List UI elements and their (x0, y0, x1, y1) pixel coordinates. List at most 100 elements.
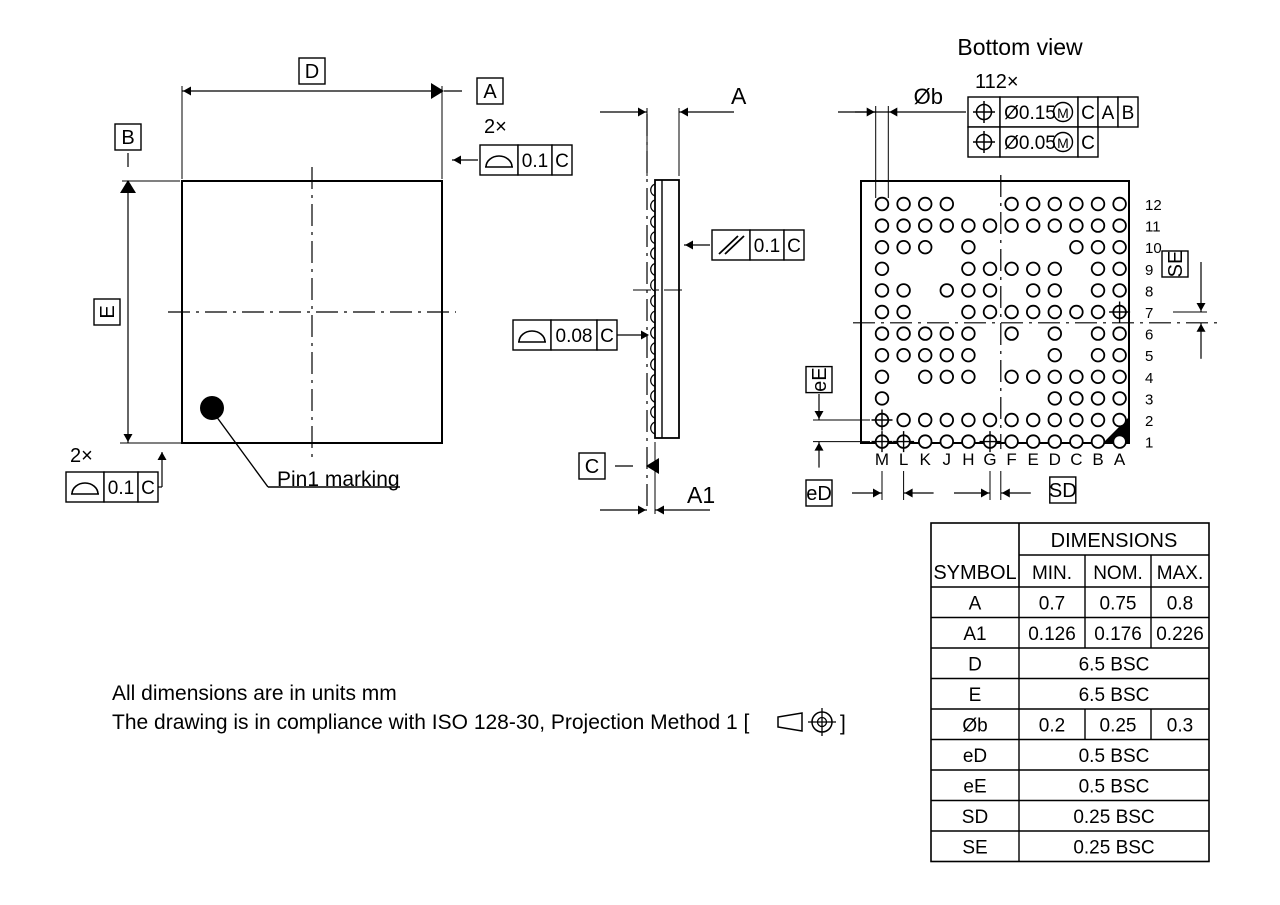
solder-ball (1069, 196, 1084, 212)
arrow-head (685, 240, 693, 250)
solder-ball (1004, 218, 1019, 233)
solder-ball (939, 326, 955, 341)
column-label-H: H (962, 450, 974, 469)
solder-ball-profile (650, 294, 656, 308)
table-header-dimensions: DIMENSIONS (1051, 530, 1178, 552)
arrow-head (183, 86, 191, 96)
solder-ball (1004, 412, 1019, 428)
dim-label-a1: A1 (687, 482, 715, 508)
solder-ball (1047, 218, 1063, 233)
solder-ball (1004, 326, 1019, 341)
solder-ball (896, 412, 911, 428)
label-text: B (121, 127, 134, 149)
fcf-text: C (600, 326, 614, 347)
solder-ball (1025, 283, 1041, 298)
pin1-leader-diag (215, 415, 269, 488)
label-text: E (97, 305, 119, 318)
solder-ball (918, 434, 933, 449)
label-box (1161, 250, 1189, 278)
table-cell-span: 0.5 BSC (1079, 776, 1150, 797)
label-text: eD (806, 483, 832, 505)
solder-ball-profile (650, 389, 656, 403)
solder-ball (1112, 283, 1127, 298)
solder-ball-profile (650, 326, 656, 340)
solder-ball (1025, 304, 1041, 320)
offset-label-sd: SD (1049, 476, 1077, 504)
fcf-text: C (141, 478, 155, 499)
solder-ball (874, 196, 890, 212)
solder-ball (874, 239, 890, 255)
bottom-view-title: Bottom view (957, 34, 1083, 60)
arrow-head (981, 488, 989, 498)
solder-ball-profile (650, 278, 656, 292)
solder-ball (874, 304, 890, 320)
fcf-cell (65, 471, 105, 503)
solder-ball (874, 283, 890, 298)
label-box (805, 365, 833, 394)
solder-ball (918, 369, 933, 385)
solder-ball (961, 326, 976, 341)
solder-ball (1025, 412, 1041, 428)
solder-ball (1090, 326, 1106, 341)
solder-ball (1047, 326, 1063, 341)
solder-ball (1047, 283, 1063, 298)
solder-ball (1112, 412, 1127, 428)
solder-ball-profile (650, 357, 656, 372)
flatness-icon (485, 155, 513, 168)
solder-ball (1090, 391, 1106, 406)
solder-ball (961, 369, 976, 385)
table-cell-span: 0.25 BSC (1073, 837, 1154, 858)
column-label-B: B (1092, 450, 1103, 469)
solder-ball (1069, 239, 1084, 255)
column-label-G: G (983, 450, 996, 469)
solder-ball (1047, 196, 1063, 212)
solder-ball (982, 412, 998, 428)
solder-ball (1047, 261, 1063, 277)
solder-ball (1047, 348, 1063, 363)
table-cell-symbol: SE (962, 837, 987, 858)
fcf-text: C (1081, 133, 1095, 154)
table-cell-symbol: A (969, 593, 982, 614)
solder-ball (982, 261, 998, 277)
arrow-head (904, 488, 913, 498)
label-box (805, 479, 833, 507)
row-label-3: 3 (1145, 391, 1153, 408)
parallel-icon-1 (718, 235, 739, 255)
label-box (298, 57, 326, 85)
note-line-2: The drawing is in compliance with ISO 12… (112, 711, 749, 734)
fcf-text: B (1122, 103, 1135, 124)
solder-ball-profile (650, 405, 656, 419)
solder-ball (896, 218, 911, 233)
qty-bottom: 2× (70, 445, 93, 467)
table-header-min: MIN. (1032, 563, 1072, 584)
fcf-cell (479, 144, 519, 176)
fcf-text: 0.1 (522, 151, 548, 172)
arrow-head (638, 505, 646, 515)
table-cell-span: 6.5 BSC (1079, 685, 1150, 706)
dim-label-d: D (298, 57, 326, 85)
solder-ball (874, 261, 890, 277)
solder-ball (1025, 369, 1041, 385)
solder-ball (1069, 369, 1084, 385)
fcf-cell (550, 319, 598, 351)
table-cell-value: 0.3 (1167, 715, 1193, 736)
mmc-letter: M (1057, 135, 1069, 151)
solder-ball (939, 196, 955, 212)
solder-ball (1047, 304, 1063, 320)
solder-ball (1004, 369, 1019, 385)
mmc-circle (1052, 101, 1074, 123)
table-cell-value: 0.126 (1028, 624, 1076, 645)
solder-ball-profile (650, 310, 656, 324)
column-label-K: K (920, 450, 932, 469)
solder-ball (1025, 434, 1041, 449)
solder-ball (961, 348, 976, 363)
note-bracket-close: ] (840, 712, 846, 735)
table-cell-symbol: Øb (962, 715, 987, 736)
